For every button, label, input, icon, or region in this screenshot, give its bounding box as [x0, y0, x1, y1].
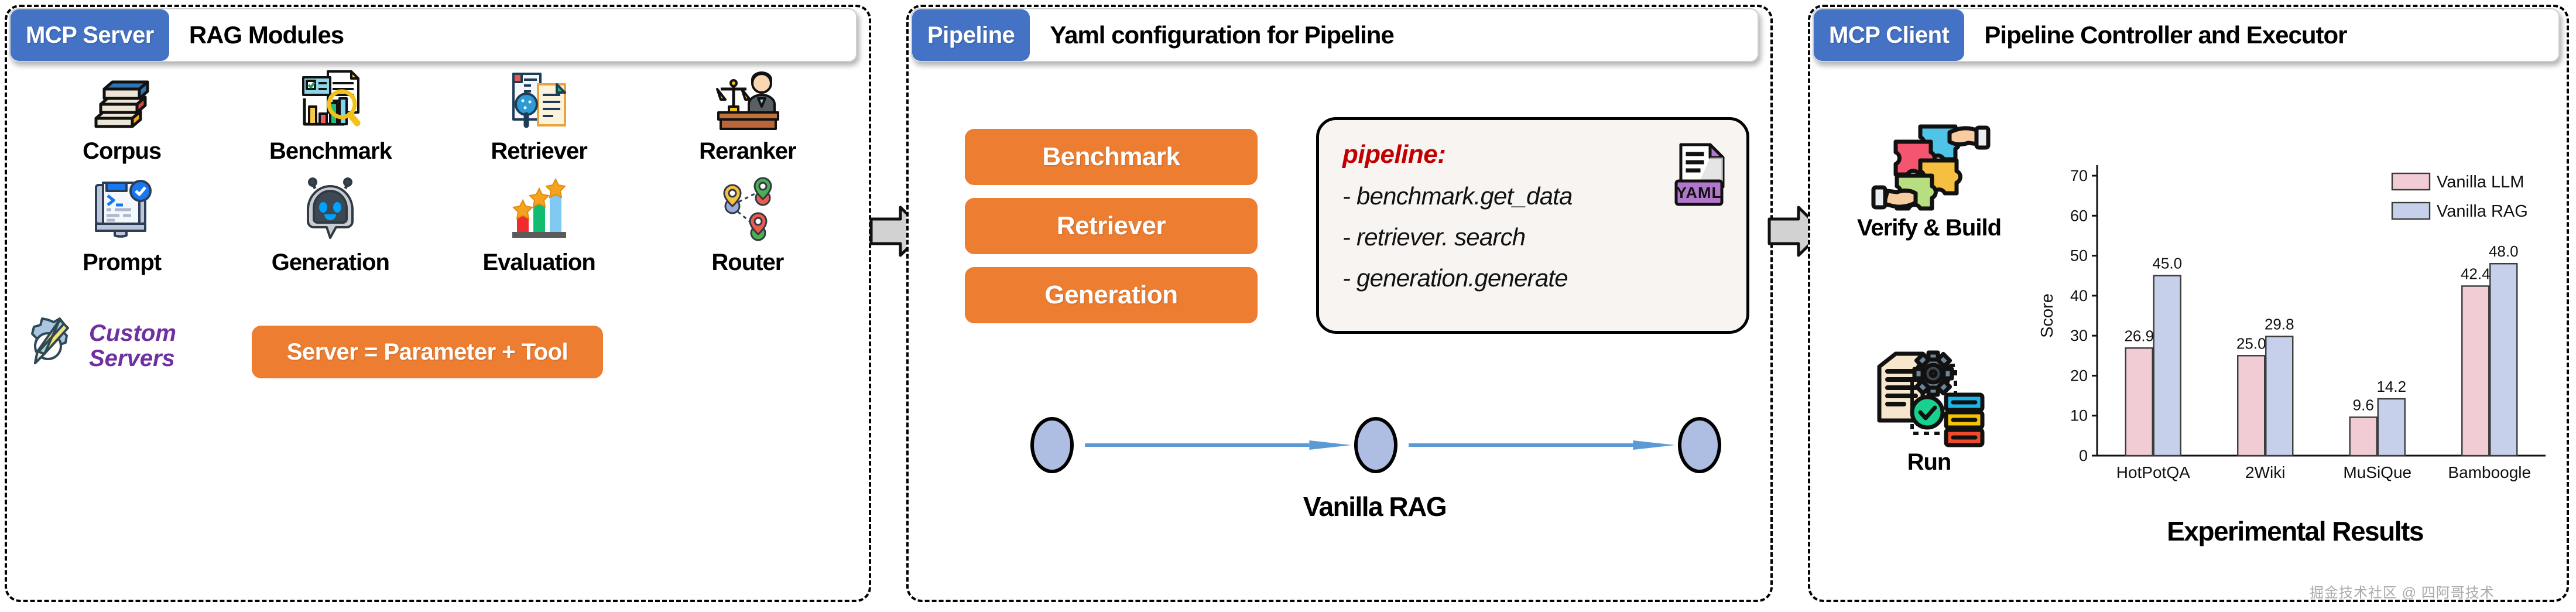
- run-label: Run: [1907, 449, 1952, 475]
- module-prompt-label: Prompt: [83, 249, 162, 275]
- verify-build-block[interactable]: Verify & Build: [1832, 111, 2026, 241]
- yaml-line-retriever: - retriever. search: [1342, 223, 1526, 251]
- svg-text:25.0: 25.0: [2236, 334, 2266, 352]
- stage-retriever[interactable]: Retriever: [965, 198, 1258, 254]
- pipeline-header: Pipeline Yaml configuration for Pipeline: [911, 8, 1759, 62]
- stage-benchmark[interactable]: Benchmark: [965, 129, 1258, 185]
- flow-node-2: [1354, 417, 1397, 473]
- books-icon: [87, 64, 157, 136]
- svg-text:9.6: 9.6: [2353, 396, 2374, 413]
- map-pins-route-icon: [712, 176, 783, 247]
- stage-generation[interactable]: Generation: [965, 267, 1258, 323]
- svg-text:40: 40: [2070, 287, 2088, 305]
- svg-text:Vanilla RAG: Vanilla RAG: [2437, 202, 2528, 221]
- custom-servers[interactable]: Custom Servers: [18, 312, 176, 381]
- rag-modules-grid: Corpus: [18, 64, 852, 287]
- pipeline-stage-list: Benchmark Retriever Generation: [965, 129, 1258, 323]
- module-reranker[interactable]: Reranker: [643, 64, 852, 176]
- experimental-results-label: Experimental Results: [2167, 516, 2424, 546]
- judge-scales-icon: [712, 64, 783, 136]
- svg-text:Bamboogle: Bamboogle: [2448, 463, 2531, 481]
- module-reranker-label: Reranker: [699, 138, 796, 164]
- svg-text:0: 0: [2079, 447, 2088, 464]
- svg-text:45.0: 45.0: [2152, 255, 2182, 272]
- module-router-label: Router: [711, 249, 784, 275]
- server-equation-pill: Server = Parameter + Tool: [252, 326, 603, 378]
- module-evaluation[interactable]: Evaluation: [435, 176, 643, 287]
- svg-text:29.8: 29.8: [2265, 316, 2294, 333]
- module-corpus-label: Corpus: [83, 138, 162, 164]
- svg-text:2Wiki: 2Wiki: [2245, 463, 2285, 481]
- verify-build-label: Verify & Build: [1856, 215, 2002, 241]
- document-magnifier-icon: [504, 64, 574, 136]
- svg-text:42.4: 42.4: [2461, 265, 2491, 282]
- yaml-line-benchmark: - benchmark.get_data: [1342, 182, 1573, 210]
- svg-text:50: 50: [2070, 247, 2088, 265]
- svg-text:Vanilla LLM: Vanilla LLM: [2437, 173, 2524, 192]
- module-generation[interactable]: Generation: [226, 176, 434, 287]
- svg-text:MuSiQue: MuSiQue: [2343, 463, 2411, 481]
- svg-text:20: 20: [2070, 367, 2088, 384]
- yaml-line-generation: - generation.generate: [1342, 264, 1568, 292]
- svg-text:60: 60: [2070, 207, 2088, 224]
- mcp-client-title: Pipeline Controller and Executor: [1984, 21, 2347, 49]
- gear-pencil-icon: [18, 312, 78, 381]
- svg-text:26.9: 26.9: [2124, 327, 2154, 344]
- module-retriever[interactable]: Retriever: [435, 64, 643, 176]
- flow-node-3: [1678, 417, 1721, 473]
- module-evaluation-label: Evaluation: [482, 249, 595, 275]
- monitor-terminal-check-icon: [87, 176, 157, 247]
- module-retriever-label: Retriever: [491, 138, 587, 164]
- module-benchmark[interactable]: Benchmark: [226, 64, 434, 176]
- svg-text:10: 10: [2070, 407, 2088, 425]
- panel-mcp-client: [1808, 5, 2569, 602]
- module-benchmark-label: Benchmark: [269, 138, 392, 164]
- module-prompt[interactable]: Prompt: [18, 176, 226, 287]
- module-corpus[interactable]: Corpus: [18, 64, 226, 176]
- yaml-config-box: pipeline: - benchmark.get_data - retriev…: [1316, 117, 1749, 334]
- module-generation-label: Generation: [271, 249, 390, 275]
- custom-servers-label: Custom Servers: [89, 320, 176, 371]
- module-router[interactable]: Router: [643, 176, 852, 287]
- bar-chart-magnifier-document-icon: [295, 64, 365, 136]
- mcp-server-header: MCP Server RAG Modules: [9, 8, 857, 62]
- vanilla-rag-caption: Vanilla RAG: [1303, 491, 1447, 522]
- document-gear-check-server-icon: [1862, 346, 1996, 448]
- pipeline-title: Yaml configuration for Pipeline: [1050, 21, 1394, 49]
- yaml-key: pipeline:: [1342, 140, 1446, 169]
- mcp-client-header: MCP Client Pipeline Controller and Execu…: [1813, 8, 2560, 62]
- flow-arrow-2: [1397, 439, 1678, 452]
- puzzle-hands-icon: [1862, 111, 1996, 214]
- yaml-file-icon: YAML: [1674, 142, 1728, 210]
- svg-text:14.2: 14.2: [2376, 378, 2406, 395]
- watermark: 掘金技术社区 @ 四阿哥技术: [2310, 585, 2495, 601]
- svg-text:48.0: 48.0: [2489, 242, 2519, 260]
- svg-text:30: 30: [2070, 327, 2088, 344]
- pipeline-badge: Pipeline: [912, 9, 1030, 61]
- flow-arrow-1: [1074, 439, 1354, 452]
- mcp-client-badge: MCP Client: [1814, 9, 1965, 61]
- robot-chat-icon: [295, 176, 365, 247]
- mcp-server-badge: MCP Server: [11, 9, 169, 61]
- svg-text:70: 70: [2070, 167, 2088, 184]
- run-block[interactable]: Run: [1838, 346, 2020, 476]
- flow-node-1: [1030, 417, 1074, 473]
- svg-text:HotPotQA: HotPotQA: [2116, 463, 2190, 481]
- vanilla-rag-flow: [1030, 410, 1721, 480]
- mcp-server-title: RAG Modules: [189, 21, 344, 49]
- bar-chart-stars-icon: [504, 176, 574, 247]
- panel-mcp-server: [5, 5, 871, 602]
- svg-text:Score: Score: [2038, 293, 2057, 338]
- yaml-file-icon-label: YAML: [1676, 184, 1722, 201]
